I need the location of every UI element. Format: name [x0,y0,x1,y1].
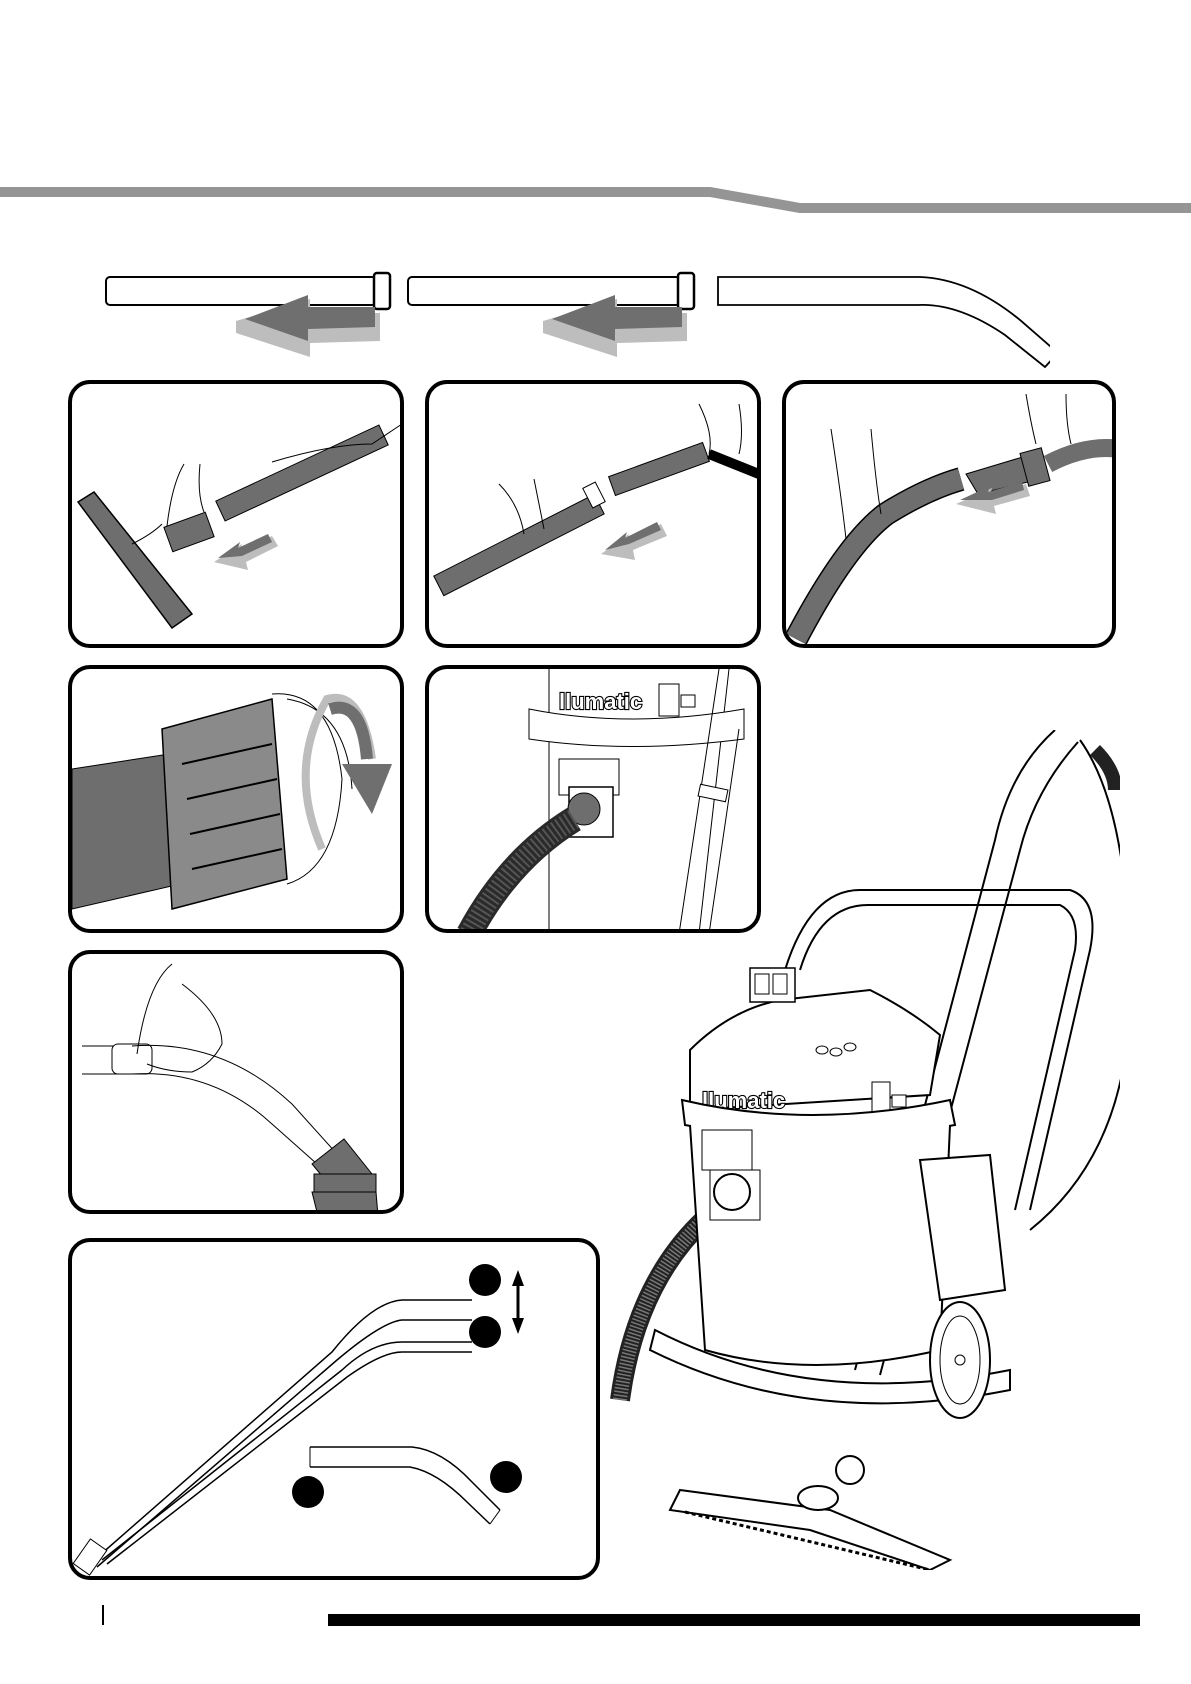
step-6-panel [68,950,404,1214]
wand-tube [854,730,1079,1376]
step-1-panel [68,380,404,648]
connect-bent-tube-illustration [786,393,1112,644]
double-arrow-icon [512,1270,524,1334]
brand-logo: llumatic [559,689,642,714]
marker-circle [292,1476,324,1508]
left-arrow-icon [236,295,380,357]
assembly-strip [105,271,1050,369]
marker-circle [469,1316,501,1348]
step-5-panel: llumatic [425,665,761,933]
hose-inlet-illustration: llumatic [457,669,745,929]
front-caster [835,1455,865,1485]
base-trolley [648,1153,1011,1405]
left-arrow-icon [543,295,687,357]
left-arrow-icon [601,522,667,560]
rotate-clockwise-arrow-icon [301,693,392,851]
dusting-brush-illustration [82,963,379,1210]
floor-tool [76,491,194,630]
page-marker [102,1605,104,1625]
adjustable-tube-illustration [72,1264,524,1576]
floor-tool [668,1485,953,1570]
header-rule [0,187,1191,213]
left-arrow-icon [214,534,278,570]
footer-bar [328,1614,1140,1626]
handle-frame [784,889,1094,1211]
join-tubes-illustration [433,403,757,597]
marker-circle [469,1264,501,1296]
floor-tool-attach-illustration [76,424,400,630]
step-4-panel [68,665,404,933]
motor-head: llumatic [689,967,942,1117]
step-7-panel [68,1238,600,1580]
straight-tube-2 [407,271,696,311]
step-2-panel [425,380,761,648]
step-3-panel [782,380,1116,648]
left-arrow-icon [956,482,1030,514]
straight-tube-1 [105,271,392,311]
rear-wheel [929,1301,991,1419]
screw-connector-illustration [72,693,392,910]
tank [680,1098,957,1366]
vacuum-cleaner-illustration: llumatic [610,730,1120,1570]
marker-circle [490,1461,522,1493]
bent-tube [717,276,1050,369]
